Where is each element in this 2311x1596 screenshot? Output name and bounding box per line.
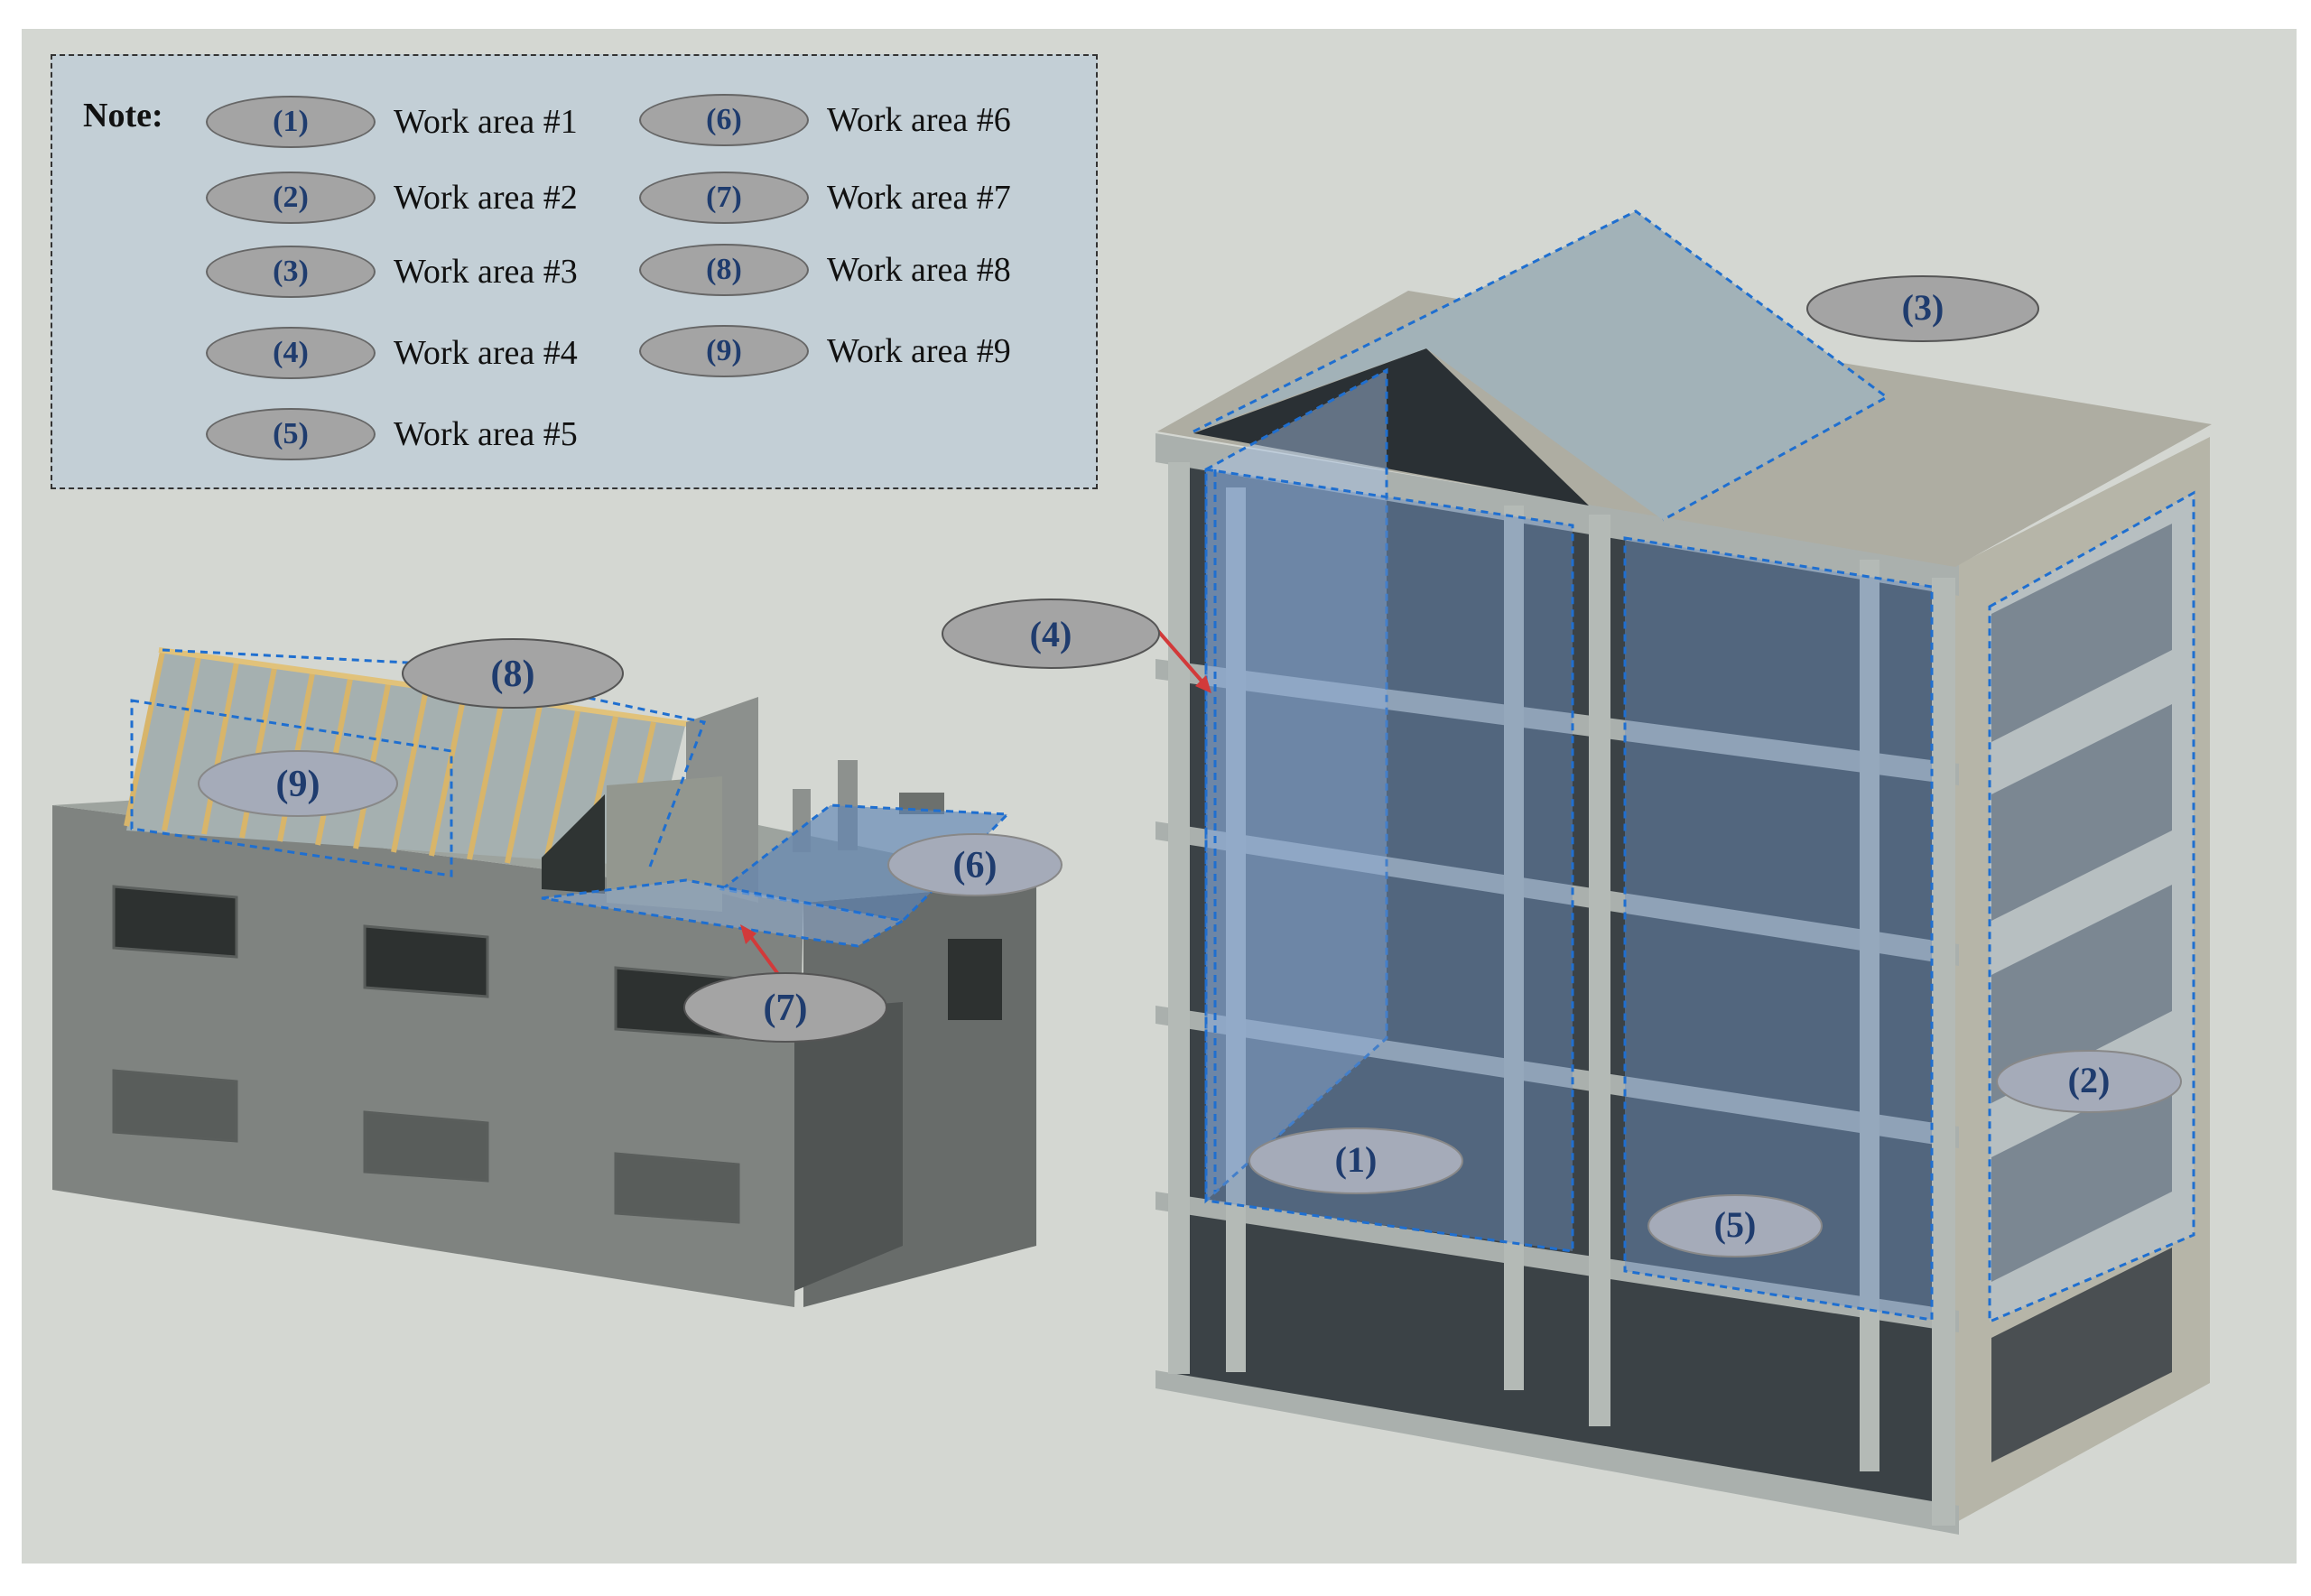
legend-item-4: (4) Work area #4 xyxy=(206,327,578,379)
callout-8-text: (8) xyxy=(491,654,535,695)
callout-1: (1) xyxy=(1248,1127,1463,1194)
right-building xyxy=(1156,209,2212,1535)
callout-2-text: (2) xyxy=(2068,1060,2111,1100)
legend-label-6: Work area #6 xyxy=(827,101,1011,139)
legend-oval-3: (3) xyxy=(206,246,376,298)
right-building-gable-dark xyxy=(1193,348,1589,506)
legend-item-7: (7) Work area #7 xyxy=(639,172,1011,224)
callout-8: (8) xyxy=(402,638,624,709)
zone-1-area xyxy=(1204,367,1388,1204)
callout-6-text: (6) xyxy=(953,845,998,886)
left-building-dark-gap xyxy=(542,794,605,894)
legend-item-6: (6) Work area #6 xyxy=(639,94,1011,146)
legend-label-9: Work area #9 xyxy=(827,332,1011,370)
zone-2-area xyxy=(1988,490,2195,1324)
zone-1-front xyxy=(1204,468,1574,1253)
left-building-parapet xyxy=(607,776,722,912)
right-building-slabs xyxy=(1156,433,1959,1535)
callout-7: (7) xyxy=(683,972,887,1043)
legend-oval-8: (8) xyxy=(639,244,809,296)
arrow-4 xyxy=(1156,628,1208,688)
right-building-side-openings xyxy=(1991,524,2172,1462)
arrow-4-head xyxy=(1195,675,1211,693)
callout-5-text: (5) xyxy=(1714,1204,1757,1245)
legend-label-2: Work area #2 xyxy=(394,179,578,217)
legend-oval-6: (6) xyxy=(639,94,809,146)
callout-6: (6) xyxy=(887,833,1063,896)
legend-label-5: Work area #5 xyxy=(394,415,578,453)
legend-oval-1: (1) xyxy=(206,96,376,148)
callout-7-text: (7) xyxy=(764,988,808,1029)
legend-oval-4: (4) xyxy=(206,327,376,379)
callout-9-text: (9) xyxy=(276,764,320,805)
callout-3-text: (3) xyxy=(1902,287,1944,328)
callout-4-text: (4) xyxy=(1030,614,1072,654)
legend-label-8: Work area #8 xyxy=(827,251,1011,289)
legend-label-3: Work area #3 xyxy=(394,253,578,291)
callout-1-text: (1) xyxy=(1335,1139,1378,1180)
left-building-stair-void xyxy=(794,1002,903,1291)
right-building-columns xyxy=(1168,462,1955,1526)
legend-title: Note: xyxy=(83,97,163,135)
legend-item-1: (1) Work area #1 xyxy=(206,96,578,148)
left-building-side-window xyxy=(948,939,1002,1020)
legend-item-5: (5) Work area #5 xyxy=(206,408,578,460)
callout-4: (4) xyxy=(942,598,1160,669)
callout-2: (2) xyxy=(1996,1050,2182,1113)
legend-item-3: (3) Work area #3 xyxy=(206,246,578,298)
legend-label-7: Work area #7 xyxy=(827,179,1011,217)
arrow-7-head xyxy=(740,924,756,944)
zone-5-area xyxy=(1623,536,1934,1322)
zone-7-area xyxy=(541,878,907,948)
right-building-interior xyxy=(1170,457,1954,1524)
legend-oval-9: (9) xyxy=(639,325,809,377)
zone-9-outline xyxy=(130,699,453,877)
right-building-pitched-roof xyxy=(1193,211,1887,520)
legend-oval-2: (2) xyxy=(206,172,376,224)
callouts: (3) (4) (1) (5) (2) (8) (9) (6) xyxy=(198,275,2182,1257)
callout-9: (9) xyxy=(198,750,398,817)
callout-3: (3) xyxy=(1806,275,2039,342)
legend-oval-7: (7) xyxy=(639,172,809,224)
legend-oval-5: (5) xyxy=(206,408,376,460)
legend-item-9: (9) Work area #9 xyxy=(639,325,1011,377)
legend-item-2: (2) Work area #2 xyxy=(206,172,578,224)
legend-item-8: (8) Work area #8 xyxy=(639,244,1011,296)
legend-label-4: Work area #4 xyxy=(394,334,578,372)
zone-3-outline xyxy=(1193,209,1889,522)
callout-5: (5) xyxy=(1647,1194,1823,1257)
legend-box: Note: (1) Work area #1 (2) Work area #2 … xyxy=(51,54,1098,489)
legend-label-1: Work area #1 xyxy=(394,103,578,141)
